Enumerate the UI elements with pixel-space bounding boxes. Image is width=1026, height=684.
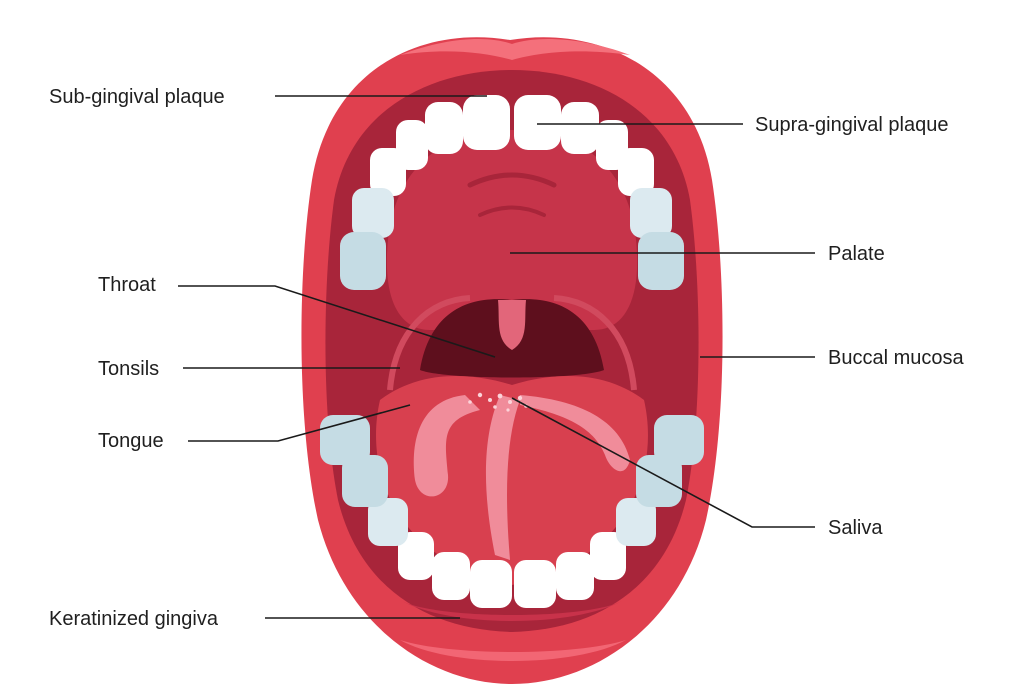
label-buccal-mucosa: Buccal mucosa (828, 347, 964, 369)
upper-teeth (340, 95, 684, 290)
mouth-illustration (301, 37, 723, 684)
leader-throat (178, 285, 496, 358)
palate-ridge-1 (467, 172, 557, 188)
label-keratinized-gingiva: Keratinized gingiva (49, 608, 219, 630)
leader-saliva (511, 397, 815, 528)
lower-teeth (320, 415, 704, 608)
upper-lip-highlight (400, 38, 630, 60)
uvula (498, 300, 526, 350)
leader-lines (178, 95, 815, 619)
tonsil-arch-left (387, 295, 471, 391)
label-saliva: Saliva (828, 517, 883, 539)
upper-incisor-right (514, 95, 561, 150)
label-tonsils: Tonsils (98, 358, 159, 380)
tongue-groove-right (520, 395, 630, 472)
tonsil-arch-right (553, 295, 637, 391)
labels: Sub-gingival plaque Supra-gingival plaqu… (49, 86, 964, 630)
lower-lip-highlight (400, 640, 626, 661)
label-throat: Throat (98, 274, 156, 296)
label-tongue: Tongue (98, 430, 164, 452)
tongue-groove-left (413, 395, 480, 497)
label-palate: Palate (828, 243, 885, 265)
lower-gingiva (400, 600, 624, 621)
label-sub-gingival-plaque: Sub-gingival plaque (49, 86, 225, 108)
saliva-dots (468, 392, 528, 412)
leader-tongue (188, 404, 411, 442)
palate-ridge-2 (478, 205, 546, 217)
tongue-groove-center (485, 395, 520, 560)
label-supra-gingival-plaque: Supra-gingival plaque (755, 114, 948, 136)
palate-surface (386, 130, 638, 330)
upper-incisor-left (463, 95, 510, 150)
